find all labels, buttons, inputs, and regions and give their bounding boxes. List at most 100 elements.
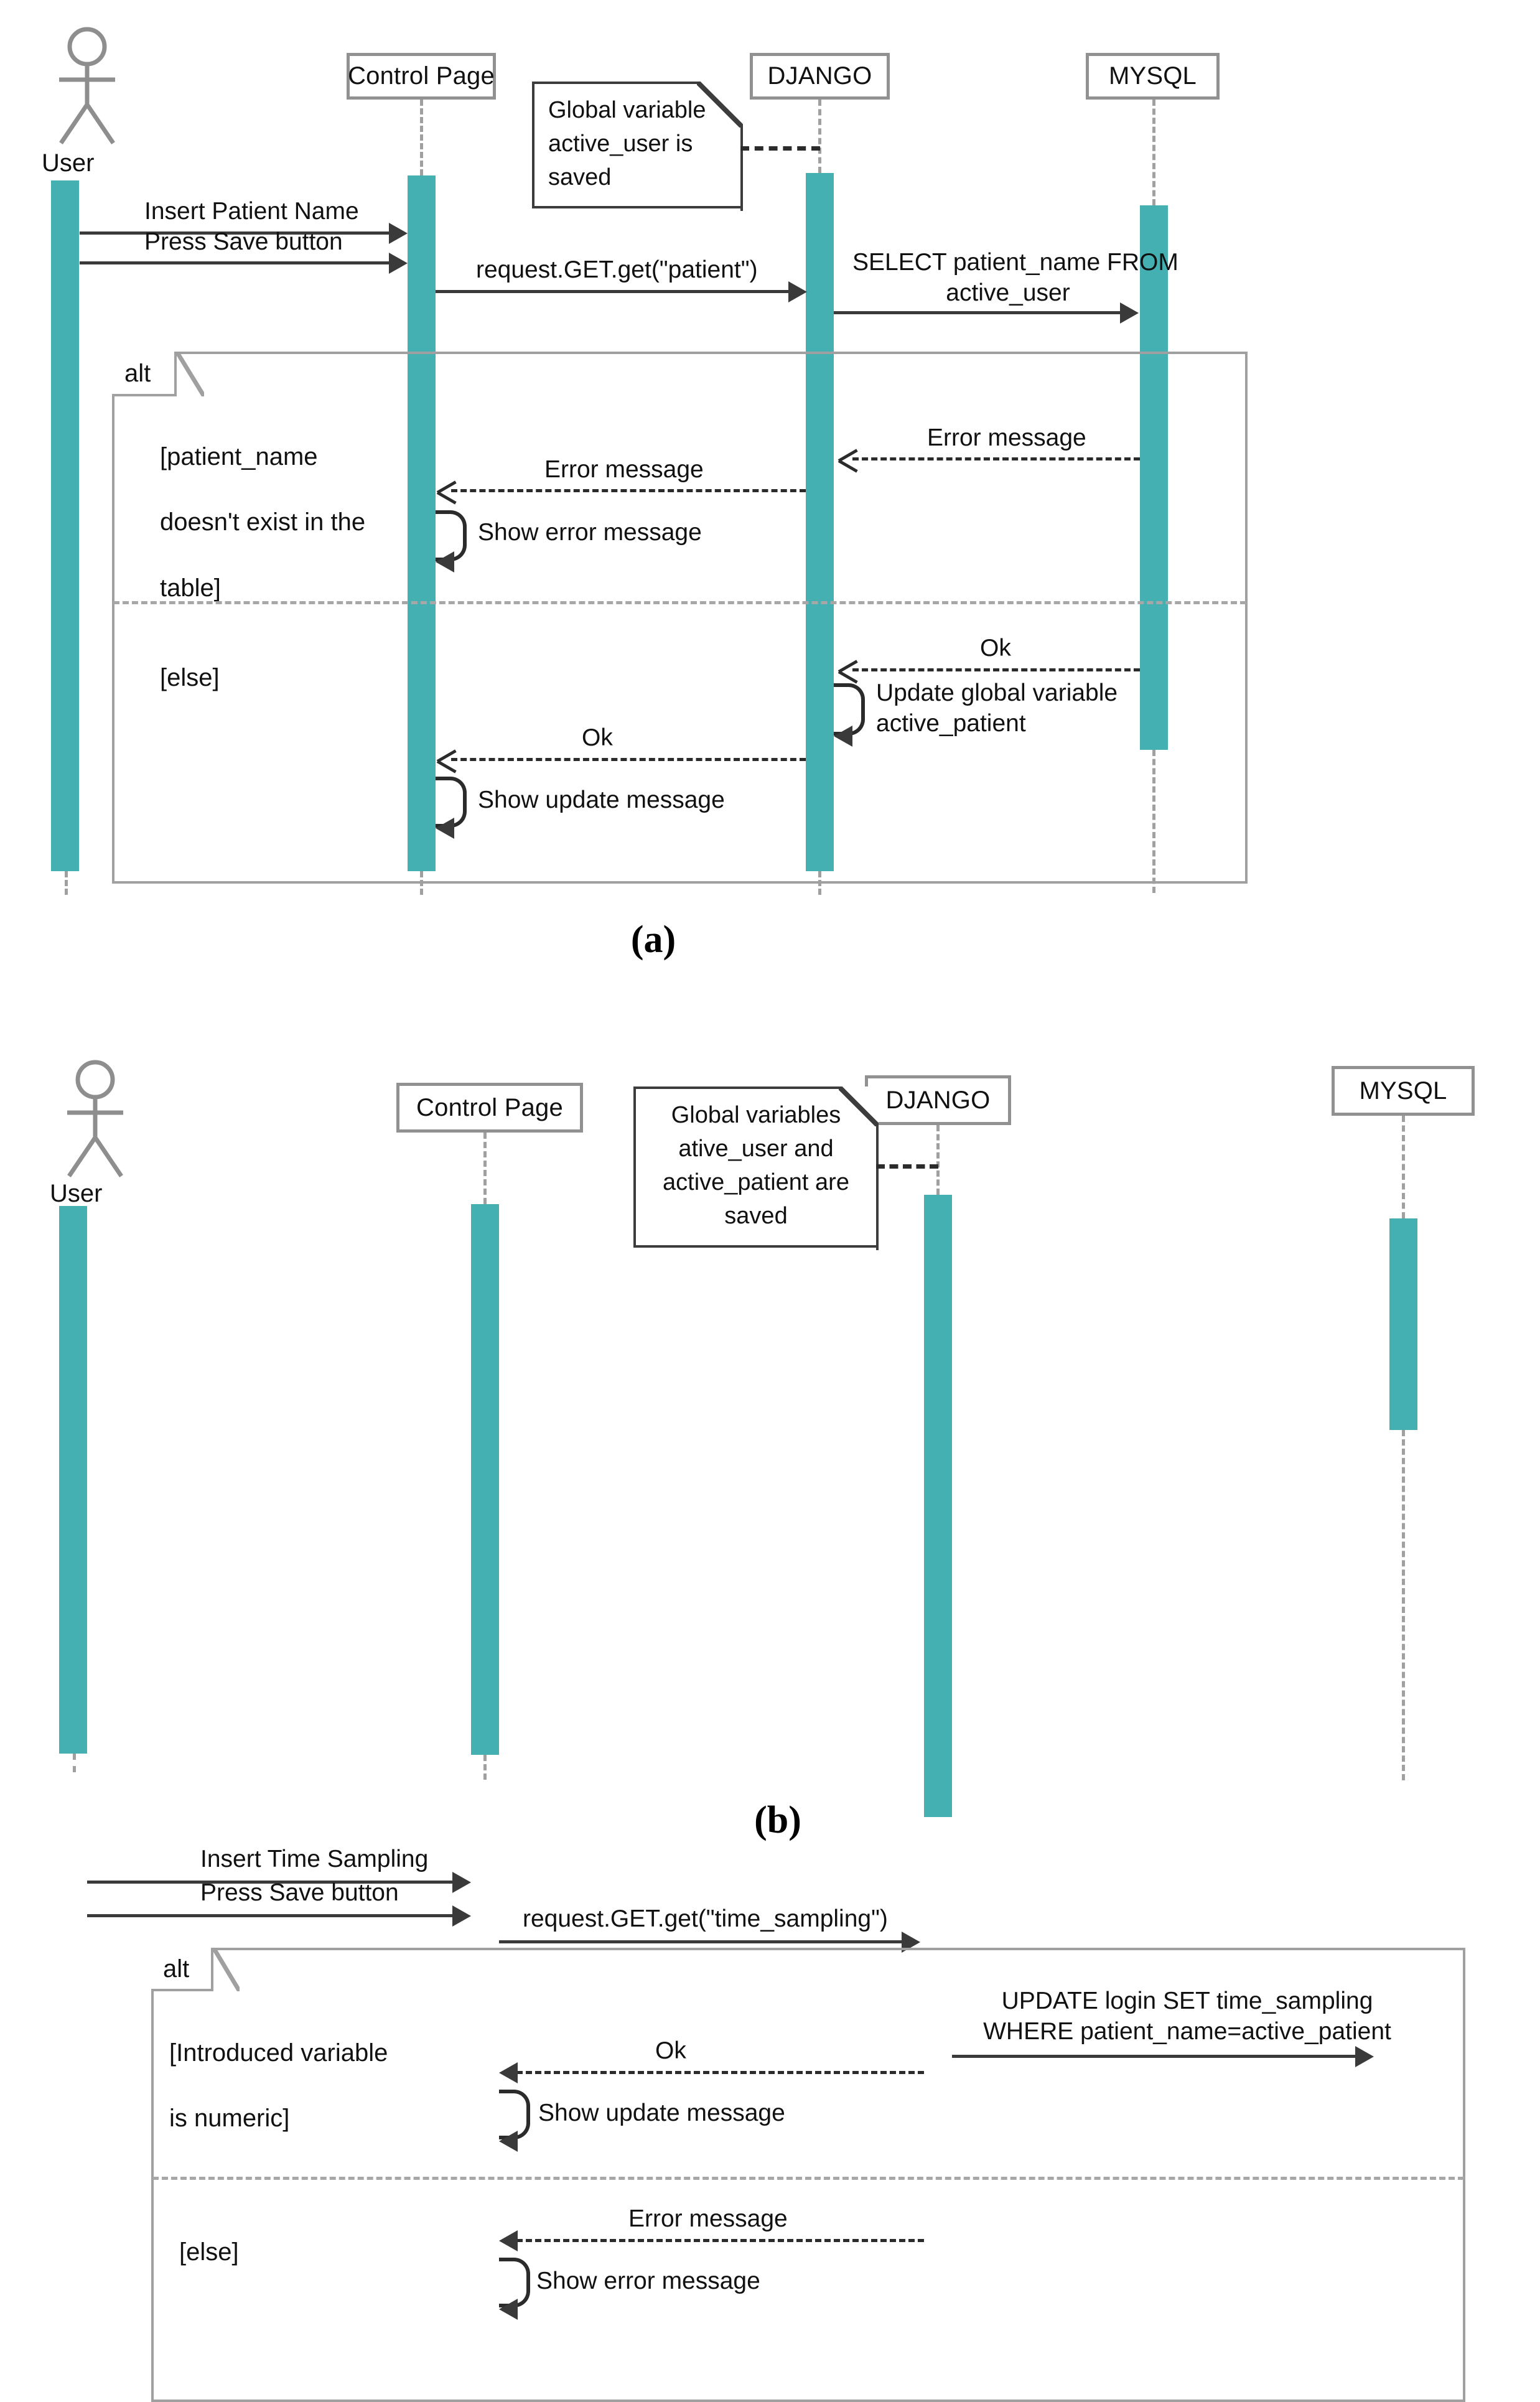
lifeline-header-mysql-label: MYSQL (1108, 62, 1197, 90)
arrowhead-show-error-message-b (499, 2299, 518, 2320)
activation-mysql-b (1389, 1218, 1417, 1430)
fragment-alt-a-tab (112, 352, 177, 396)
lifeline-header-mysql: MYSQL (1086, 53, 1220, 100)
lifeline-header-django: DJANGO (750, 53, 890, 100)
arrowhead-update-global-variable (834, 726, 852, 747)
lifeline-control-page-b-bottom (483, 1755, 487, 1780)
activation-user-b (59, 1206, 87, 1754)
fragment-alt-b-divider (152, 2177, 1464, 2180)
message-line-request-get-time-sampling (499, 1940, 903, 1943)
lifeline-header-mysql-b-label: MYSQL (1359, 1077, 1447, 1105)
activation-control-page-b (471, 1204, 499, 1755)
message-line-insert-patient-name (80, 231, 391, 235)
message-line-select-patient-name (834, 311, 1120, 314)
diagram-b-canvas: User Control Page DJANGO MYSQL (0, 996, 1540, 2402)
fragment-alt-b-operator: alt (163, 1955, 190, 1983)
message-line-press-save-button-b (87, 1914, 454, 1917)
sequence-diagram-a: User Control Page DJANGO MYSQL (0, 0, 1540, 996)
arrowhead-select-patient-name (1120, 302, 1139, 324)
message-label-show-update-message-b: Show update message (538, 2100, 785, 2126)
note-connector-b (876, 1164, 938, 1169)
lifeline-mysql-b-bottom (1402, 1430, 1405, 1780)
arrowhead-request-get-patient (788, 281, 807, 302)
lifeline-header-control-page-b-label: Control Page (416, 1093, 563, 1121)
activation-django-b (924, 1195, 952, 1817)
note-right-border (740, 128, 743, 211)
arrowhead-press-save-button-b (452, 1905, 471, 1927)
message-line-error-mysql-django (852, 457, 1140, 460)
activation-django (806, 173, 834, 871)
arrowhead-show-update-message-a (436, 818, 454, 839)
lifeline-header-control-page-b: Control Page (396, 1083, 583, 1133)
message-line-ok-mysql-django (852, 668, 1140, 671)
fragment-alt-b-tab-corner-icon (213, 1948, 240, 1991)
message-label-insert-patient-name: Insert Patient Name (144, 198, 359, 225)
actor-user: User (40, 25, 134, 177)
fragment-alt-a-divider (113, 601, 1246, 604)
lifeline-user-b (73, 1754, 76, 1772)
lifeline-user (65, 871, 68, 895)
arrowhead-ok-django-control-b (499, 2062, 518, 2083)
actor-stick-figure-icon (59, 27, 115, 144)
activation-mysql (1140, 205, 1168, 750)
actor-stick-figure-icon (67, 1060, 123, 1177)
fragment-alt-a-guard-2: [else] (160, 663, 220, 691)
fragment-alt-a (112, 352, 1248, 884)
message-label-error-mysql-django: Error message (927, 424, 1086, 451)
lifeline-header-mysql-b: MYSQL (1332, 1066, 1475, 1116)
fragment-alt-b-guard-1: [Introduced variable is numeric] (169, 2039, 388, 2133)
sequence-diagram-b: User Control Page DJANGO MYSQL (0, 996, 1540, 2402)
actor-user-b: User (49, 1058, 142, 1207)
fragment-alt-a-tab-corner-icon (177, 352, 204, 396)
message-label-request-get-time-sampling: request.GET.get("time_sampling") (523, 1905, 888, 1932)
message-label-press-save-button-b: Press Save button (200, 1879, 399, 1906)
arrowhead-insert-patient-name (389, 223, 408, 244)
arrowhead-show-update-message-b (499, 2131, 518, 2152)
note-fold-icon (697, 82, 743, 128)
lifeline-header-control-page: Control Page (347, 53, 496, 100)
fragment-alt-a-operator: alt (124, 360, 151, 387)
lifeline-control-page-b-top (483, 1133, 487, 1204)
lifeline-mysql-bottom (1152, 750, 1155, 893)
arrowhead-press-save-button (389, 253, 408, 274)
message-label-show-error-message-a: Show error message (478, 519, 702, 546)
note-right-border-b (876, 1126, 879, 1250)
message-label-ok-django-control-b: Ok (655, 2037, 686, 2064)
fragment-alt-a-guard-1: [patient_name doesn't exist in the table… (160, 442, 366, 602)
message-label-insert-time-sampling: Insert Time Sampling (200, 1846, 429, 1872)
lifeline-django-b-top (936, 1125, 940, 1195)
lifeline-header-control-page-label: Control Page (348, 62, 495, 90)
message-label-error-django-control-b: Error message (628, 2205, 788, 2232)
note-global-variables-b-text: Global variables ative_user and active_p… (663, 1102, 849, 1229)
lifeline-header-django-label: DJANGO (767, 62, 872, 90)
message-label-request-get-patient: request.GET.get("patient") (476, 256, 758, 283)
lifeline-control-page-top (420, 100, 423, 175)
note-global-variable: Global variable active_user is saved (532, 82, 743, 211)
message-line-error-django-control-b (516, 2239, 924, 2242)
message-line-press-save-button (80, 261, 391, 264)
message-line-ok-django-control-b (516, 2071, 924, 2074)
lifeline-header-django-b-label: DJANGO (885, 1086, 991, 1114)
lifeline-django-top (818, 100, 821, 173)
figure-caption-b: (b) (754, 1799, 801, 1841)
message-line-ok-django-control (451, 758, 806, 761)
message-line-error-django-control (451, 489, 806, 492)
message-label-select-patient-name: SELECT patient_name FROM active_user (852, 249, 1178, 306)
message-label-update-login: UPDATE login SET time_sampling WHERE pat… (983, 1988, 1391, 2045)
message-line-request-get-patient (436, 290, 790, 293)
lifeline-mysql-b-top (1402, 1116, 1405, 1218)
arrowhead-error-django-control-b (499, 2230, 518, 2251)
activation-user (51, 180, 79, 871)
note-connector-a (740, 146, 820, 151)
message-label-ok-mysql-django: Ok (980, 635, 1011, 661)
lifeline-header-django-b: DJANGO (865, 1075, 1011, 1125)
message-label-ok-django-control: Ok (582, 724, 613, 751)
figure-caption-a: (a) (630, 918, 676, 961)
arrowhead-update-login (1355, 2046, 1374, 2067)
lifeline-mysql-top (1152, 100, 1155, 205)
diagram-a-canvas: User Control Page DJANGO MYSQL (0, 0, 1540, 996)
message-label-press-save-button: Press Save button (144, 228, 343, 255)
message-label-show-error-message-b: Show error message (536, 2268, 760, 2294)
fragment-alt-b-guard-2: [else] (179, 2238, 239, 2266)
actor-user-b-label: User (50, 1180, 103, 1207)
